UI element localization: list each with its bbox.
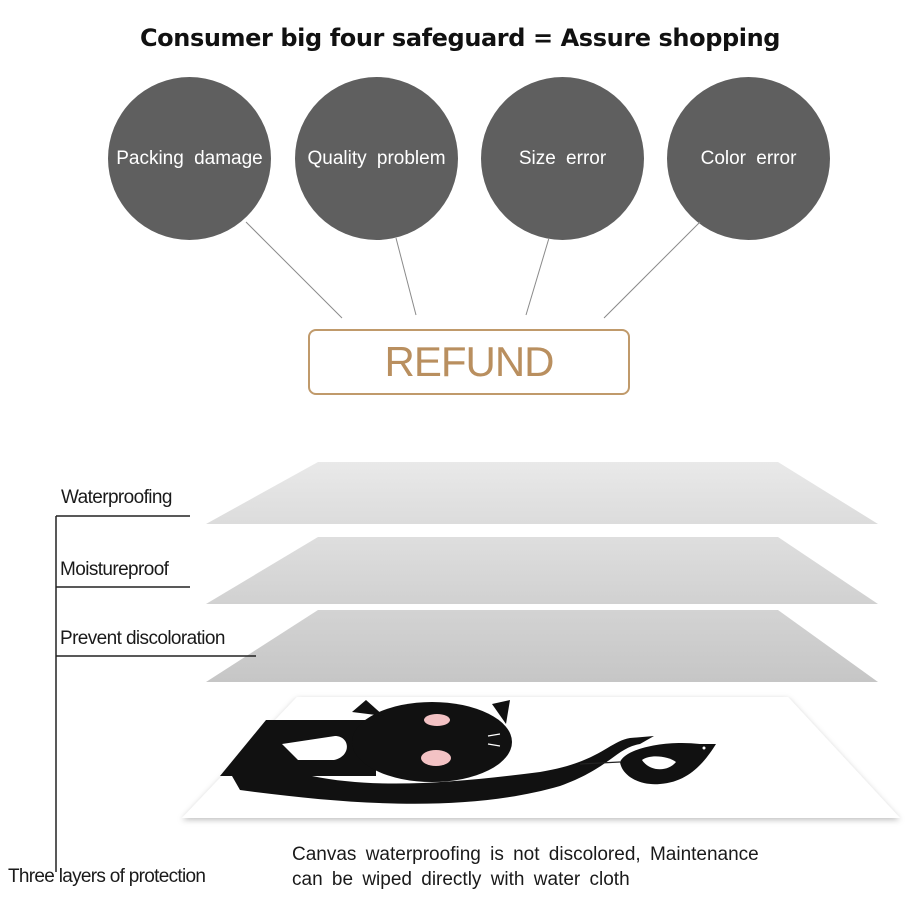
- layer-label-waterproofing: Waterproofing: [61, 487, 172, 508]
- issue-size-error: Size error: [481, 77, 644, 240]
- issue-packing-damage: Packing damage: [108, 77, 271, 240]
- layer-sheet-moistureproof: [206, 537, 878, 604]
- layer-sheet-discoloration: [206, 610, 878, 682]
- layer-label-moistureproof: Moistureproof: [60, 559, 169, 580]
- issue-color-error: Color error: [667, 77, 830, 240]
- refund-box: REFUND: [308, 329, 630, 395]
- page-title: Consumer big four safeguard = Assure sho…: [139, 24, 781, 52]
- caption-line-2: can be wiped directly with water cloth: [292, 869, 630, 890]
- layers-summary: Three layers of protection: [8, 866, 206, 887]
- bracket-line: [55, 515, 256, 872]
- refund-label: REFUND: [384, 338, 555, 385]
- caption-line-1: Canvas waterproofing is not discolored, …: [292, 844, 759, 865]
- layer-label-discoloration: Prevent discoloration: [60, 628, 225, 649]
- issue-quality-problem: Quality problem: [295, 77, 458, 240]
- layer-sheet-waterproofing: [206, 462, 878, 524]
- product-caption: Canvas waterproofing is not discolored, …: [292, 842, 759, 892]
- black-cat-and-bird-icon: [220, 700, 716, 804]
